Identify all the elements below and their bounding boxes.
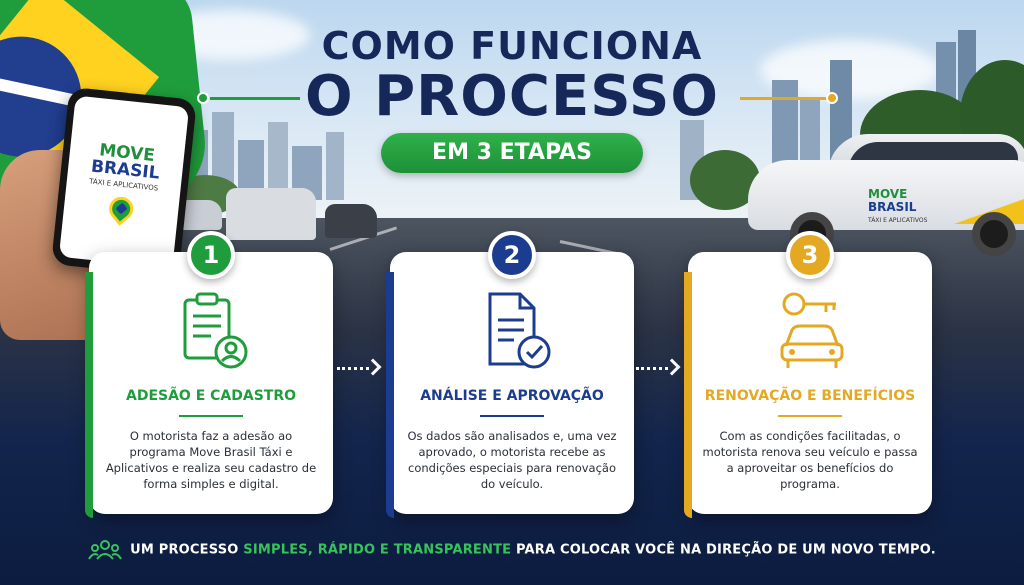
- taxi-logo-tagline: TÁXI E APLICATIVOS: [868, 217, 928, 224]
- title-line-1: COMO FUNCIONA: [321, 24, 703, 68]
- subtitle-pill: EM 3 ETAPAS: [381, 133, 643, 173]
- footer-highlight: SIMPLES, RÁPIDO E TRANSPARENTE: [243, 542, 512, 558]
- arrow-dots: [636, 367, 668, 370]
- traffic-car: [325, 204, 377, 238]
- arrow-head: [663, 358, 681, 376]
- decor-line-left: [210, 97, 300, 100]
- footer-tagline: UM PROCESSO SIMPLES, RÁPIDO E TRANSPAREN…: [0, 538, 1024, 562]
- arrow-right-icon: [337, 358, 382, 376]
- decor-line-right: [740, 97, 830, 100]
- taxi-car: MOVE BRASIL TÁXI E APLICATIVOS: [748, 130, 1024, 256]
- step-title: ADESÃO E CADASTRO: [125, 388, 297, 404]
- clipboard-user-icon: [183, 292, 248, 369]
- arrow-right-icon: [636, 358, 681, 376]
- step-description: O motorista faz a adesão ao programa Mov…: [105, 429, 317, 491]
- step-title: ANÁLISE E APROVAÇÃO: [420, 388, 604, 404]
- building: [268, 122, 288, 200]
- footer-text-part1: UM PROCESSO: [130, 542, 244, 558]
- step-divider: [179, 415, 243, 417]
- people-group-icon: [88, 540, 122, 560]
- step-description: Os dados são analisados e, uma vez aprov…: [407, 429, 617, 491]
- taxi-logo-line1: MOVE: [868, 187, 908, 201]
- footer-text-part2: PARA COLOCAR VOCÊ NA DIREÇÃO DE UM NOVO …: [511, 542, 936, 558]
- card-accent: [684, 272, 692, 518]
- taxi-logo-line2: BRASIL: [868, 200, 917, 214]
- arrow-head: [364, 358, 382, 376]
- taxi-logo: MOVE BRASIL TÁXI E APLICATIVOS: [868, 188, 927, 227]
- building: [326, 132, 344, 200]
- step-badge-1: 1: [187, 231, 235, 279]
- step-card-3: RENOVAÇÃO E BENEFÍCIOS Com as condições …: [684, 252, 932, 518]
- step-card-1: ADESÃO E CADASTRO O motorista faz a ades…: [85, 252, 333, 518]
- key-car-icon: [780, 292, 844, 368]
- traffic-car: [226, 188, 316, 240]
- card-accent: [386, 272, 394, 518]
- step-card-2: ANÁLISE E APROVAÇÃO Os dados são analisa…: [386, 252, 634, 518]
- step-description: Com as condições facilitadas, o motorist…: [702, 429, 918, 491]
- decor-dot-right: [826, 92, 838, 104]
- card-accent: [85, 272, 93, 518]
- step-badge-2: 2: [488, 231, 536, 279]
- document-check-icon: [488, 292, 551, 369]
- title-line-2: O PROCESSO: [305, 64, 719, 129]
- step-badge-3: 3: [786, 231, 834, 279]
- location-pin-icon: [104, 191, 139, 226]
- decor-dot-left: [197, 92, 209, 104]
- step-title: RENOVAÇÃO E BENEFÍCIOS: [704, 388, 916, 404]
- taxi-wheel: [972, 212, 1016, 256]
- arrow-dots: [337, 367, 369, 370]
- step-divider: [480, 415, 544, 417]
- step-divider: [778, 415, 842, 417]
